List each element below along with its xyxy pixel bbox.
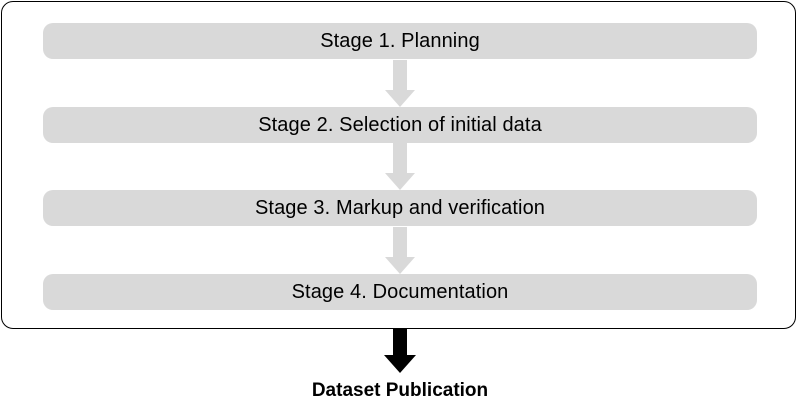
stage-3-box: Stage 3. Markup and verification bbox=[43, 190, 757, 226]
connector-arrow-3-4 bbox=[385, 227, 415, 274]
output-arrow bbox=[384, 329, 416, 373]
stage-4-label: Stage 4. Documentation bbox=[291, 280, 509, 303]
stage-3-label: Stage 3. Markup and verification bbox=[254, 196, 546, 219]
outcome-label: Dataset Publication bbox=[311, 380, 489, 401]
stage-2-label: Stage 2. Selection of initial data bbox=[258, 113, 542, 136]
stage-2-box: Stage 2. Selection of initial data bbox=[43, 107, 757, 143]
stage-1-label: Stage 1. Planning bbox=[320, 29, 480, 52]
stage-4-box: Stage 4. Documentation bbox=[43, 274, 757, 310]
connector-arrow-1-2 bbox=[385, 60, 415, 107]
stage-1-box: Stage 1. Planning bbox=[43, 23, 757, 59]
connector-arrow-2-3 bbox=[385, 143, 415, 190]
